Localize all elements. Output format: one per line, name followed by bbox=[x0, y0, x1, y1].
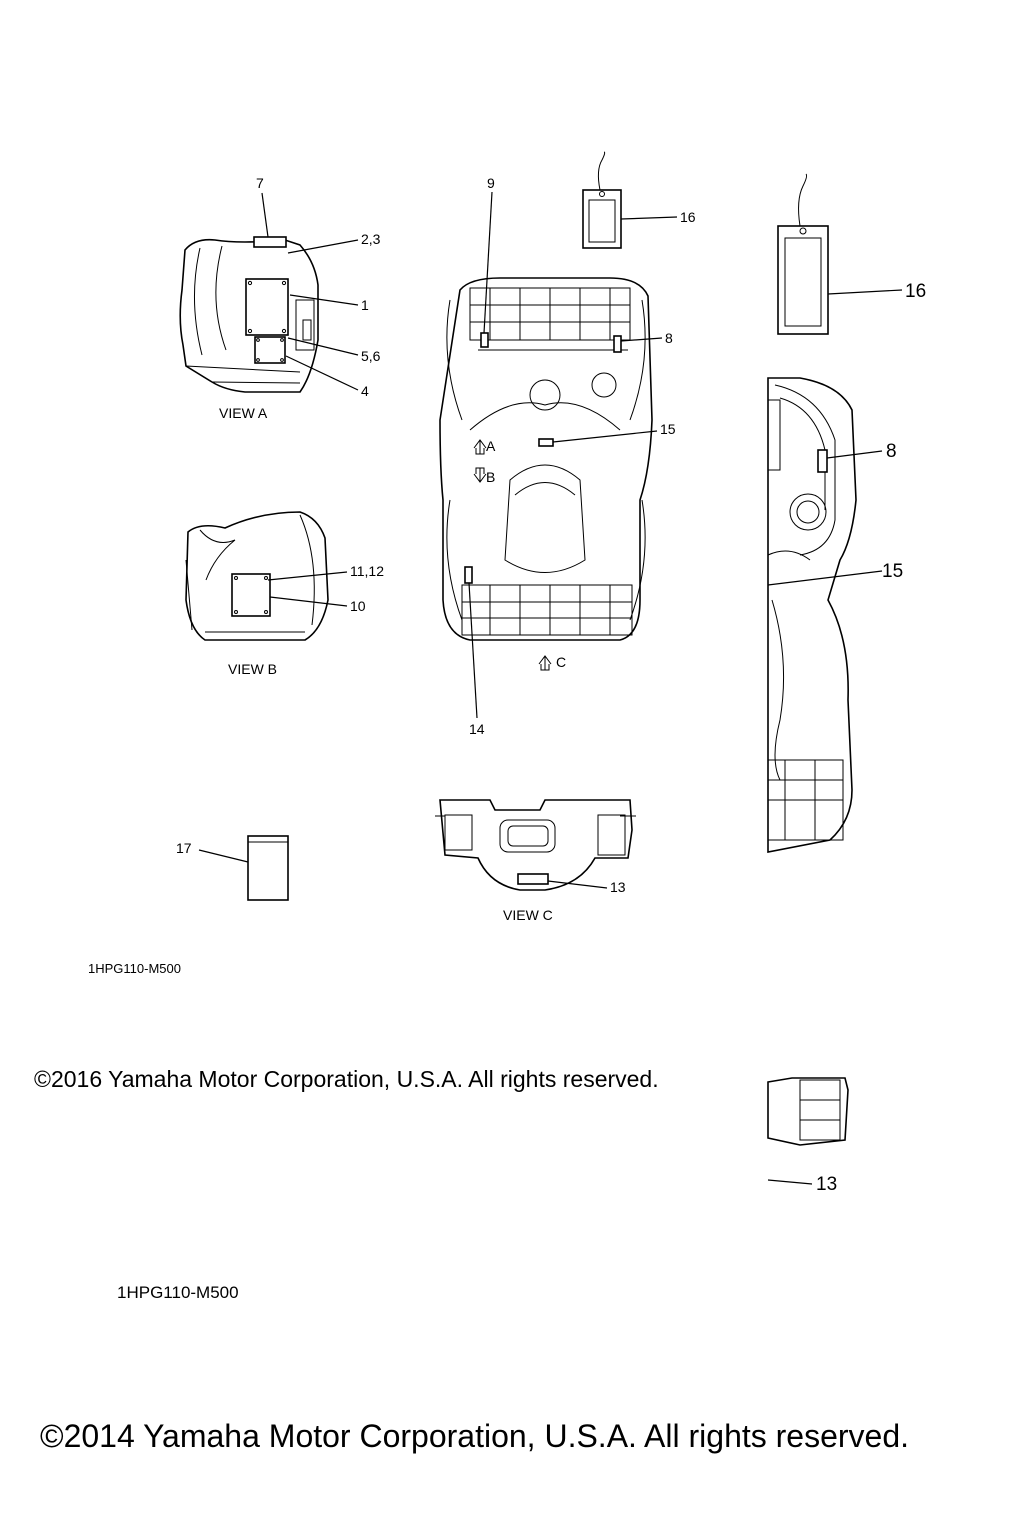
callout-11-12: 11,12 bbox=[350, 563, 384, 579]
atv-top-view bbox=[439, 191, 663, 719]
callout-17: 17 bbox=[176, 840, 192, 856]
callout-13: 13 bbox=[610, 879, 626, 895]
callout-7: 7 bbox=[256, 175, 264, 191]
label-17-sheet bbox=[198, 835, 289, 901]
callout-14: 14 bbox=[469, 721, 485, 737]
callout-10: 10 bbox=[350, 598, 366, 614]
copyright-small: ©2016 Yamaha Motor Corporation, U.S.A. A… bbox=[34, 1066, 659, 1092]
view-b-caption: VIEW B bbox=[228, 661, 277, 677]
callout-4: 4 bbox=[361, 383, 369, 399]
arrow-a-label: A bbox=[486, 438, 496, 454]
zoom-callout-13: 13 bbox=[816, 1174, 837, 1195]
callout-5-6: 5,6 bbox=[361, 348, 381, 364]
label-1-decal bbox=[245, 278, 289, 336]
rear-body-zoom bbox=[767, 1077, 849, 1185]
callout-8: 8 bbox=[665, 330, 673, 346]
zoom-label-8-decal bbox=[817, 449, 828, 473]
callout-15: 15 bbox=[660, 421, 676, 437]
view-b-fender bbox=[185, 511, 348, 641]
atv-side-zoom bbox=[767, 377, 883, 853]
diagram-code-large: 1HPG110-M500 bbox=[117, 1283, 239, 1302]
hang-tag-16 bbox=[582, 151, 678, 249]
label-13-decal bbox=[517, 873, 549, 885]
hang-tag-16-zoom bbox=[777, 173, 903, 335]
label-14-decal bbox=[464, 566, 473, 584]
label-15-decal bbox=[538, 438, 554, 447]
view-c-caption: VIEW C bbox=[503, 907, 553, 923]
arrow-c-label: C bbox=[556, 654, 566, 670]
label-4-decal bbox=[254, 336, 286, 364]
label-7-decal bbox=[253, 236, 287, 248]
label-8-decal bbox=[613, 335, 622, 353]
zoom-callout-8: 8 bbox=[886, 441, 897, 462]
callout-2-3: 2,3 bbox=[361, 231, 381, 247]
callout-16: 16 bbox=[680, 209, 696, 225]
view-c-rear-body bbox=[435, 799, 636, 891]
diagram-code-small: 1HPG110-M500 bbox=[88, 961, 181, 976]
label-9-decal bbox=[480, 332, 489, 348]
label-10-decal bbox=[231, 573, 271, 617]
view-a-fender bbox=[179, 192, 359, 393]
zoom-callout-16: 16 bbox=[905, 281, 926, 302]
callout-1: 1 bbox=[361, 297, 369, 313]
callout-9: 9 bbox=[487, 175, 495, 191]
zoom-callout-15: 15 bbox=[882, 561, 903, 582]
arrow-b-label: B bbox=[486, 469, 495, 485]
copyright-large: ©2014 Yamaha Motor Corporation, U.S.A. A… bbox=[40, 1418, 910, 1454]
view-a-caption: VIEW A bbox=[219, 405, 268, 421]
